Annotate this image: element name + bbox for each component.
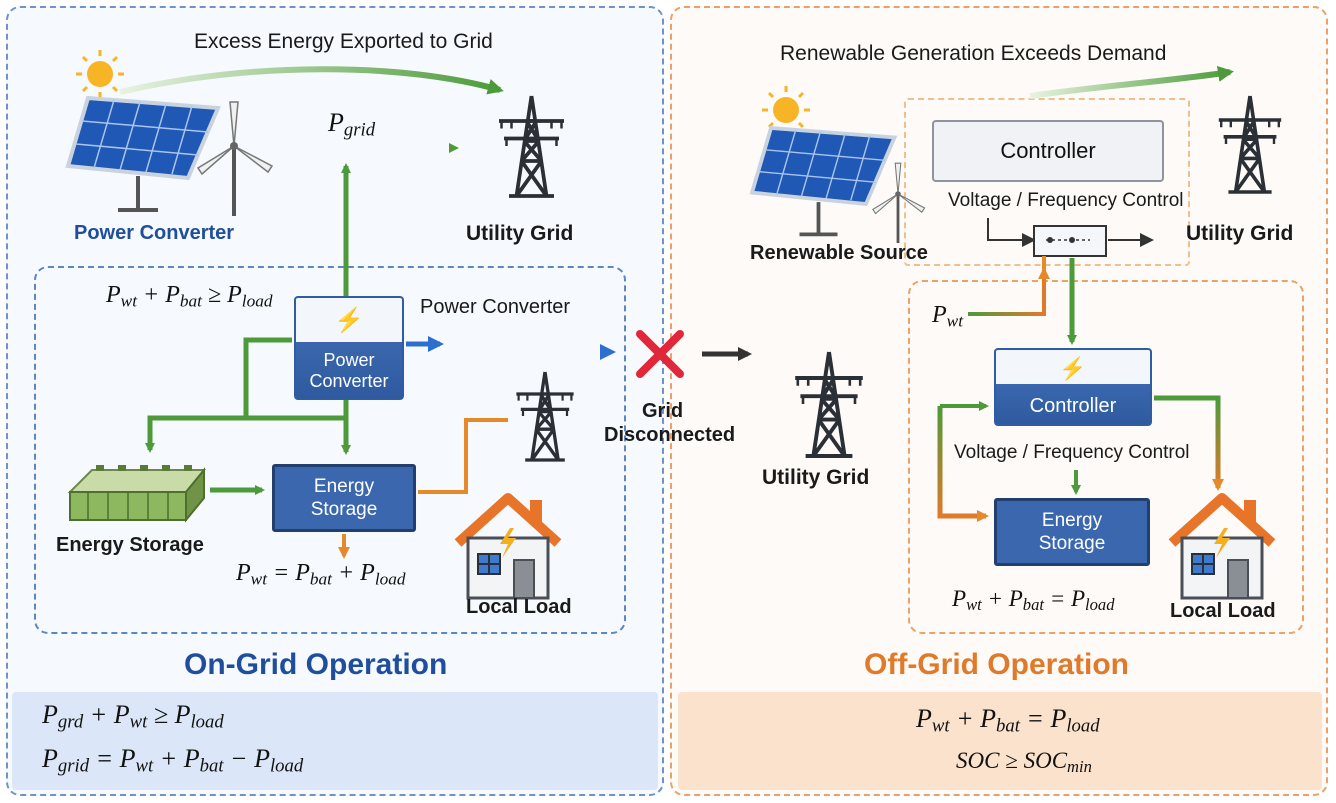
center-tower-icon — [793, 350, 865, 458]
house-icon — [458, 498, 558, 598]
on-grid-formula-panel — [12, 692, 658, 790]
controller-lightning-icon: ⚡ — [1059, 356, 1087, 381]
off-grid-formula-1: Pwt + Pbat = Pload — [916, 704, 1100, 737]
local-tower-icon — [514, 370, 576, 462]
on-grid-local-region — [34, 266, 626, 634]
export-label: Excess Energy Exported to Grid — [194, 30, 493, 53]
off-grid-controller-region — [904, 98, 1190, 266]
off-grid-utility-grid-label: Utility Grid — [1186, 222, 1294, 245]
solar-panel-icon — [66, 96, 220, 212]
converter-to-battery-arrow — [145, 337, 292, 453]
off-grid-controller-top-box: Controller — [932, 120, 1164, 182]
on-grid-formula-2: Pgrid = Pwt + Pbat − Pload — [42, 744, 304, 777]
off-grid-turbine-icon — [871, 161, 927, 245]
power-converter-box: ⚡ Power Converter — [294, 296, 404, 400]
power-converter-caption: Power Converter — [74, 222, 235, 244]
off-grid-formula-2: SOC ≥ SOCmin — [956, 748, 1092, 777]
off-grid-local-load-label: Local Load — [1170, 600, 1276, 622]
off-grid-vf-control-mid: Voltage / Frequency Control — [954, 442, 1190, 463]
sun-icon — [74, 48, 126, 100]
off-grid-p-wt-label: Pwt — [932, 302, 963, 331]
lightning-icon: ⚡ — [334, 307, 364, 334]
utility-grid-label: Utility Grid — [466, 222, 574, 245]
on-grid-formula-1: Pgrd + Pwt ≥ Pload — [42, 700, 224, 733]
on-grid-title: On-Grid Operation — [184, 648, 448, 681]
energy-storage-box: Energy Storage — [272, 464, 416, 532]
grid-disconnected-label-1: Grid — [642, 400, 684, 422]
converter-arrow-label: Power Converter — [420, 296, 571, 318]
p-grid-label: Pgrid — [328, 108, 376, 141]
off-grid-top-label: Renewable Generation Exceeds Demand — [780, 42, 1167, 65]
local-load-label: Local Load — [466, 596, 572, 618]
off-grid-local-region — [908, 280, 1304, 634]
export-arrow — [119, 66, 504, 95]
utility-grid-tower-icon — [497, 94, 566, 198]
off-grid-house-icon — [1172, 498, 1272, 598]
disconnect-x-icon — [636, 330, 684, 378]
off-grid-energy-storage-box: Energy Storage — [994, 498, 1150, 566]
off-grid-formula-panel — [678, 692, 1322, 790]
on-grid-eq-top: Pwt + Pbat ≥ Pload — [106, 282, 273, 311]
energy-storage-caption: Energy Storage — [56, 534, 204, 556]
off-grid-export-arrow — [1029, 65, 1234, 99]
center-utility-grid-label: Utility Grid — [762, 466, 870, 489]
off-grid-tower-icon — [1217, 94, 1283, 194]
grid-disconnected-label-2: Disconnected — [604, 424, 736, 446]
on-grid-eq-mid: Pwt = Pbat + Pload — [236, 560, 406, 589]
renewable-source-label: Renewable Source — [750, 242, 928, 264]
off-grid-title: Off-Grid Operation — [864, 648, 1129, 681]
off-grid-eq-mid: Pwt + Pbat = Pload — [952, 586, 1115, 615]
off-grid-sun-icon — [760, 84, 812, 136]
off-grid-solar-panel-icon — [750, 126, 897, 237]
controller-to-storage-arrow — [937, 406, 989, 522]
off-grid-controller-box: ⚡ Controller — [994, 348, 1152, 426]
battery-bank-icon — [67, 465, 207, 523]
off-grid-vf-control-top: Voltage / Frequency Control — [948, 190, 1184, 211]
controller-to-load-arrow — [1154, 395, 1224, 491]
